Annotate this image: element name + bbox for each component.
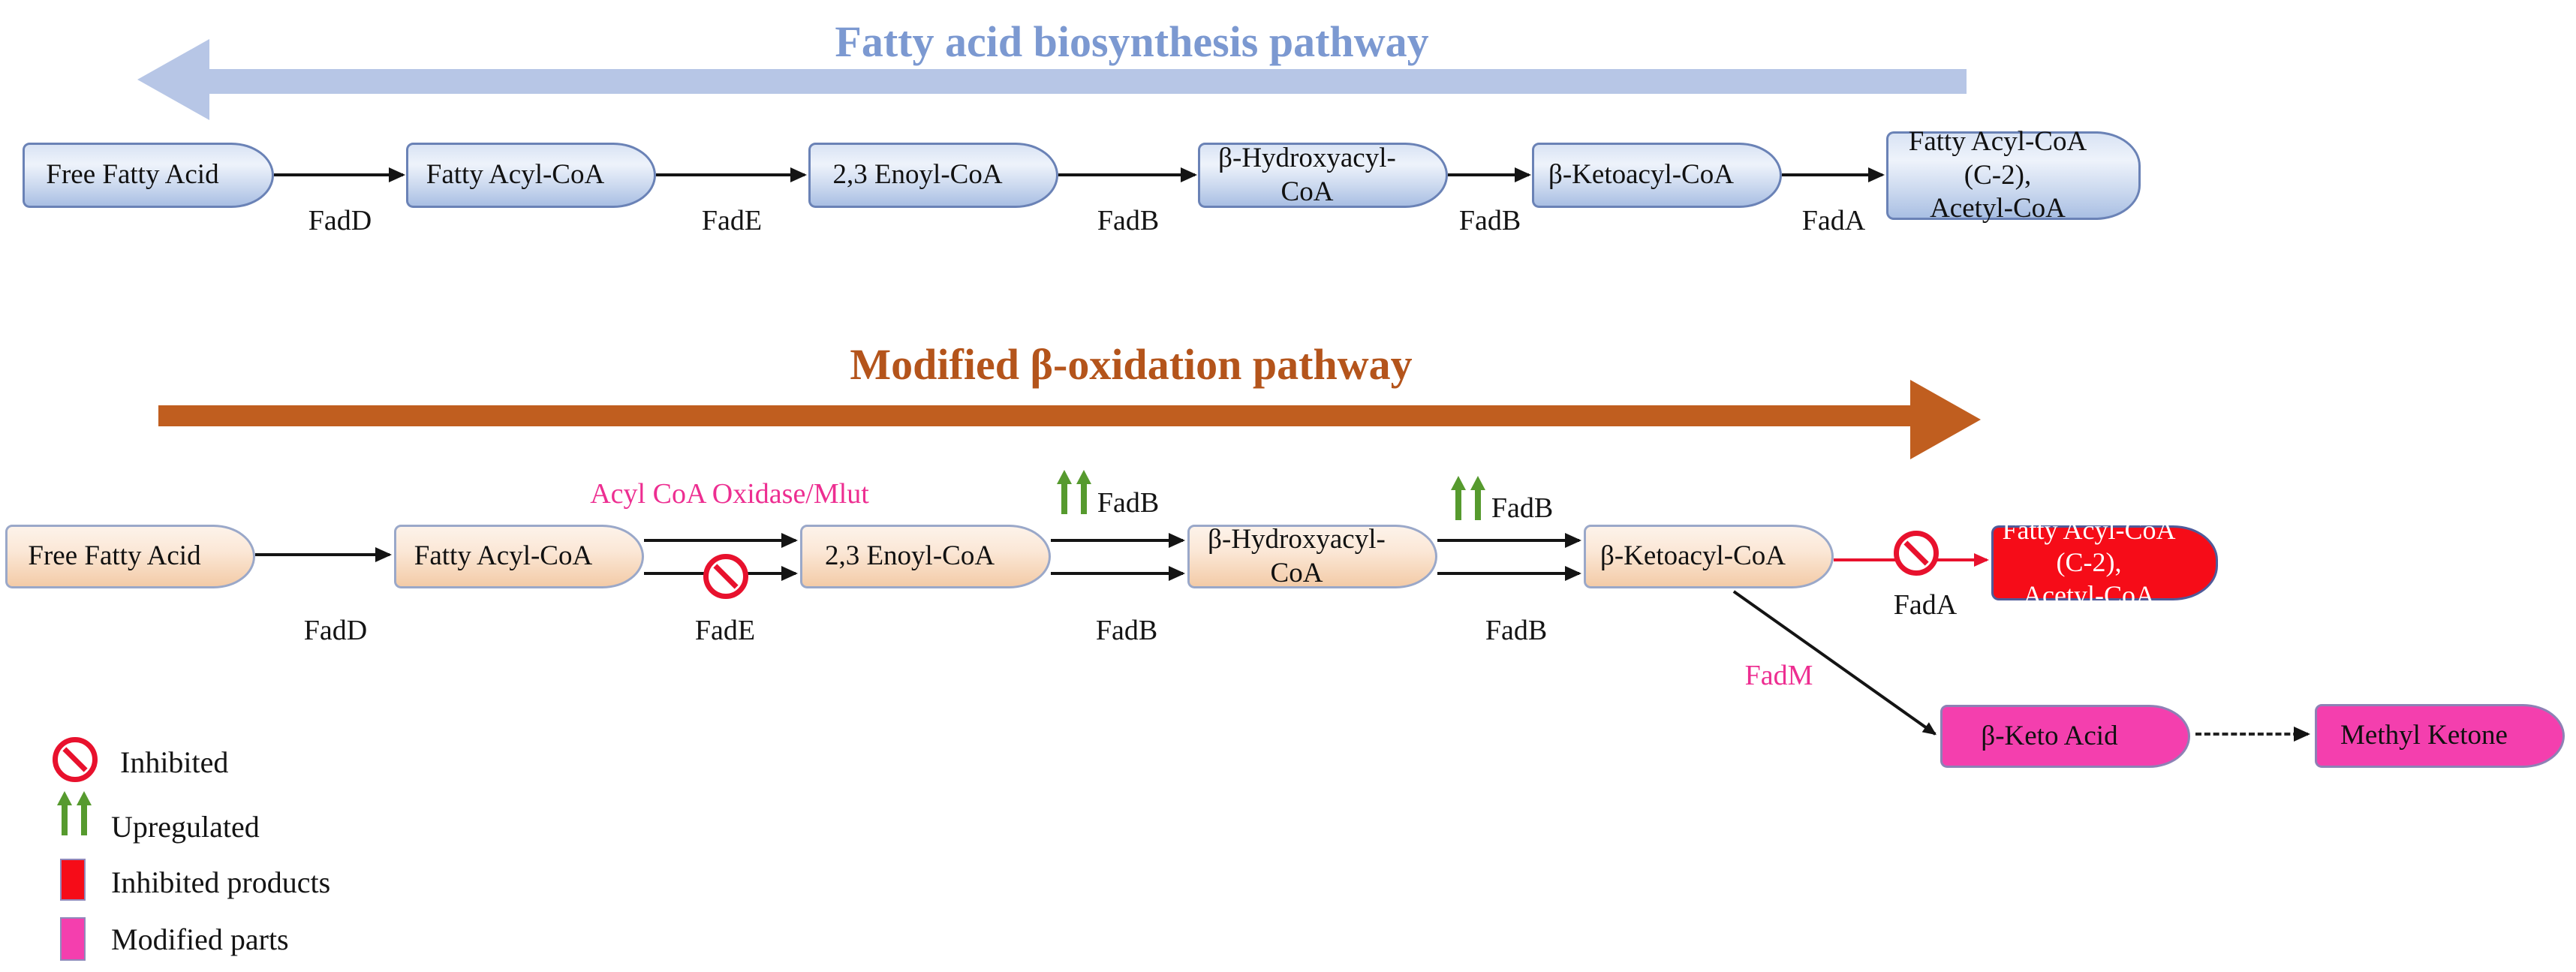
arrow-oxidase-bottom <box>644 539 796 542</box>
arrow-fade-top <box>656 173 805 176</box>
enzyme-label-fadd-top: FadD <box>308 205 372 236</box>
green-up-arrow-icon <box>77 791 92 835</box>
enzyme-label-fada-bottom: FadA <box>1893 589 1958 621</box>
node-enoyl-coa-bottom: 2,3 Enoyl-CoA <box>800 525 1051 588</box>
oxidation-arrow-head-icon <box>1910 380 1981 459</box>
arrow-fadd-bottom <box>255 553 390 556</box>
node-label: β-Hydroxyacyl-CoA <box>1218 143 1396 207</box>
oxidase-mlut-label: Acyl CoA Oxidase/Mlut <box>590 478 869 510</box>
arrow-fadb2-bottom-upper <box>1437 539 1579 542</box>
enzyme-label-fade-top: FadE <box>701 205 763 236</box>
upregulated-icon <box>57 791 92 835</box>
node-label: β-Ketoacyl-CoA <box>1600 540 1786 572</box>
red-swatch-icon <box>60 859 86 901</box>
oxidation-pathway-title: Modified β-oxidation pathway <box>850 340 1413 389</box>
node-label: 2,3 Enoyl-CoA <box>824 540 995 572</box>
green-up-arrow-icon <box>1076 470 1091 514</box>
upregulated-label-fadb2: FadB <box>1491 492 1554 524</box>
node-ketoacyl-coa-bottom: β-Ketoacyl-CoA <box>1584 525 1834 588</box>
green-up-arrow-icon <box>1470 476 1485 520</box>
arrow-fadd-top <box>274 173 403 176</box>
node-hydroxyacyl-coa-top: β-Hydroxyacyl-CoA <box>1198 143 1448 208</box>
arrow-keto-to-ketone-dashed <box>2195 733 2308 736</box>
node-label: Fatty Acyl-CoA <box>426 159 605 191</box>
enzyme-label-fadd-bottom: FadD <box>303 615 368 646</box>
node-label: β-Hydroxyacyl-CoA <box>1208 524 1386 588</box>
enzyme-label-fada-top: FadA <box>1801 205 1866 236</box>
arrow-fadb1-bottom-upper <box>1051 539 1183 542</box>
node-enoyl-coa-top: 2,3 Enoyl-CoA <box>808 143 1058 208</box>
node-label-line2: Acetyl-CoA <box>1930 193 2066 224</box>
legend-label-upregulated: Upregulated <box>111 810 260 844</box>
fadm-label: FadM <box>1744 660 1813 691</box>
node-label-line2: Acetyl-CoA <box>2023 579 2155 610</box>
node-label-line1: Fatty Acyl-CoA (C-2), <box>1908 126 2087 191</box>
biosynthesis-pathway-title: Fatty acid biosynthesis pathway <box>835 17 1429 66</box>
node-fatty-acyl-coa-top: Fatty Acyl-CoA <box>406 143 656 208</box>
node-fatty-acyl-coa-bottom: Fatty Acyl-CoA <box>394 525 644 588</box>
enzyme-label-fadb2-top: FadB <box>1458 205 1521 236</box>
node-label: β-Ketoacyl-CoA <box>1548 159 1734 191</box>
enzyme-label-fadb1-bottom: FadB <box>1095 615 1158 646</box>
pink-swatch-icon <box>60 917 86 961</box>
enzyme-label-fadb1-top: FadB <box>1097 205 1160 236</box>
arrow-fadb1-top <box>1058 173 1195 176</box>
legend-label-inhibited: Inhibited <box>120 745 229 779</box>
node-hydroxyacyl-coa-bottom: β-Hydroxyacyl-CoA <box>1187 524 1437 588</box>
arrow-fadb2-bottom-lower <box>1437 572 1579 575</box>
upregulated-icon-fadb2 <box>1451 476 1485 520</box>
inhibited-icon-fade <box>703 554 748 599</box>
node-methyl-ketone: Methyl Ketone <box>2315 704 2565 768</box>
node-acetyl-coa-top: Fatty Acyl-CoA (C-2), Acetyl-CoA <box>1886 126 2141 224</box>
node-label: Methyl Ketone <box>2340 720 2508 751</box>
legend-label-inhibited-products: Inhibited products <box>111 865 331 899</box>
inhibited-icon <box>53 737 98 782</box>
node-label: β-Keto Acid <box>1981 720 2118 751</box>
biosynthesis-arrow-body <box>208 69 1967 94</box>
green-up-arrow-icon <box>57 791 72 835</box>
node-label: 2,3 Enoyl-CoA <box>832 159 1003 191</box>
enzyme-label-fade-bottom: FadE <box>694 615 756 646</box>
oxidation-arrow-body <box>158 405 1910 426</box>
node-label: Free Fatty Acid <box>46 159 219 191</box>
arrow-fadb1-bottom-lower <box>1051 572 1183 575</box>
legend-label-modified-parts: Modified parts <box>111 922 289 956</box>
node-beta-keto-acid: β-Keto Acid <box>1940 705 2190 768</box>
biosynthesis-arrow-head-icon <box>137 39 209 120</box>
node-label: Free Fatty Acid <box>28 540 201 572</box>
upregulated-label-fadb1: FadB <box>1097 487 1160 519</box>
green-up-arrow-icon <box>1451 476 1466 520</box>
upregulated-icon-fadb1 <box>1057 470 1091 514</box>
node-inhibited-acetyl-coa: Fatty Acyl-CoA (C-2), Acetyl-CoA <box>1991 515 2218 610</box>
node-ketoacyl-coa-top: β-Ketoacyl-CoA <box>1532 143 1782 208</box>
inhibited-icon-fada <box>1894 531 1939 576</box>
node-label-line1: Fatty Acyl-CoA (C-2), <box>2002 515 2176 578</box>
arrow-fadb2-top <box>1448 173 1529 176</box>
node-label: Fatty Acyl-CoA <box>414 540 593 572</box>
green-up-arrow-icon <box>1057 470 1072 514</box>
node-free-fatty-acid-bottom: Free Fatty Acid <box>5 525 255 588</box>
enzyme-label-fadb2-bottom: FadB <box>1485 615 1548 646</box>
arrow-fada-top <box>1782 173 1882 176</box>
node-free-fatty-acid-top: Free Fatty Acid <box>23 143 274 208</box>
